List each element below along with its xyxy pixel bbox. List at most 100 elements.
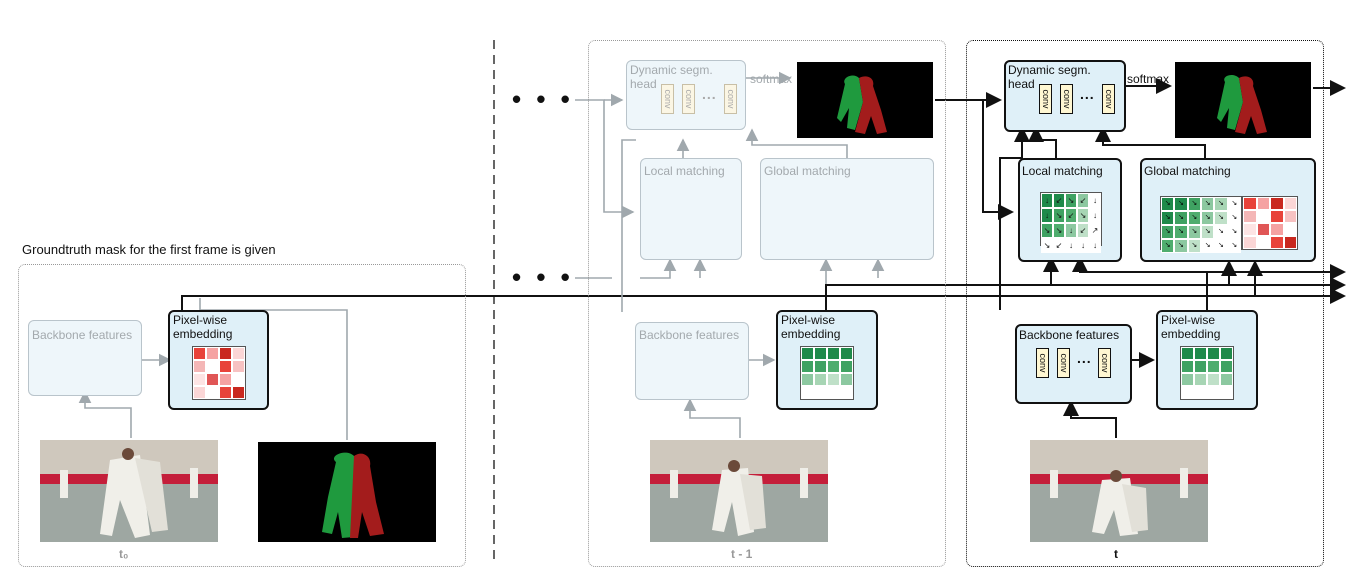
- grid-cell: [193, 373, 206, 386]
- grid-cell: ↘: [1161, 239, 1175, 253]
- global-matching-label-current: Global matching: [1144, 164, 1231, 178]
- grid-cell: [1181, 347, 1194, 360]
- grid-cell: ↘: [1214, 239, 1228, 253]
- backbone-box-prev: [635, 322, 749, 400]
- grid-cell: ↘: [1214, 197, 1228, 211]
- backbone-label-prev: Backbone features: [639, 328, 740, 342]
- grid-cell: ↙: [1053, 238, 1065, 253]
- conv-block: conv: [1057, 348, 1070, 378]
- dynamic-head-label-prev: Dynamic segm.head: [630, 63, 713, 91]
- frame-label-t-minus-1: t - 1: [731, 547, 753, 561]
- first-frame-photo: [40, 440, 218, 542]
- dynamic-head-label-current: Dynamic segm.head: [1008, 63, 1091, 91]
- frame-label-t: t: [1114, 547, 1118, 561]
- grid-cell: [1207, 373, 1220, 386]
- grid-cell: [232, 386, 245, 399]
- grid-cell: ↘: [1227, 239, 1241, 253]
- grid-cell: [219, 347, 232, 360]
- grid-cell: [1181, 386, 1194, 399]
- conv-ellipsis: ...: [702, 86, 717, 102]
- grid-cell: [1256, 210, 1270, 223]
- grid-cell: [193, 386, 206, 399]
- grid-cell: ↘: [1227, 211, 1241, 225]
- conv-block: conv: [682, 84, 695, 114]
- grid-cell: ↘: [1214, 225, 1228, 239]
- grid-cell: [1270, 236, 1284, 249]
- grid-cell: [1243, 210, 1257, 223]
- conv-ellipsis: ...: [1077, 350, 1092, 366]
- grid-cell: [1256, 236, 1270, 249]
- grid-cell: ↘: [1161, 225, 1175, 239]
- grid-cell: [1243, 223, 1257, 236]
- grid-cell: [827, 360, 840, 373]
- grid-cell: ↙: [1065, 208, 1077, 223]
- grid-cell: [814, 360, 827, 373]
- grid-cell: ↘: [1077, 208, 1089, 223]
- grid-cell: [1194, 360, 1207, 373]
- ellipsis-middle: • • •: [512, 262, 574, 292]
- current-frame-photo: [1030, 440, 1208, 542]
- grid-cell: ↓: [1041, 193, 1053, 208]
- first-frame-region: [18, 264, 466, 567]
- previous-frame-photo: [650, 440, 828, 542]
- grid-cell: [1270, 197, 1284, 210]
- grid-cell: [827, 373, 840, 386]
- conv-block: conv: [1102, 84, 1115, 114]
- grid-cell: [1220, 360, 1233, 373]
- grid-cell: [193, 347, 206, 360]
- grid-cell: [840, 386, 853, 399]
- grid-cell: [219, 373, 232, 386]
- softmax-label-prev: softmax: [750, 72, 793, 86]
- grid-cell: ↘: [1041, 238, 1053, 253]
- caption-first-frame: Groundtruth mask for the first frame is …: [22, 242, 276, 257]
- grid-cell: ↘: [1200, 225, 1215, 239]
- grid-cell: [1220, 386, 1233, 399]
- grid-cell: ↘: [1187, 225, 1201, 239]
- current-frame-region: [966, 40, 1324, 567]
- grid-cell: ↘: [1161, 211, 1175, 225]
- grid-cell: [827, 386, 840, 399]
- grid-cell: [206, 386, 219, 399]
- conv-block: conv: [1039, 84, 1052, 114]
- grid-cell: [1181, 360, 1194, 373]
- grid-cell: [827, 347, 840, 360]
- grid-cell: [219, 360, 232, 373]
- grid-cell: ↘: [1065, 193, 1077, 208]
- grid-cell: [1243, 236, 1257, 249]
- grid-cell: [1270, 223, 1284, 236]
- grid-cell: [1207, 386, 1220, 399]
- frame-label-t0: t₀: [119, 547, 129, 561]
- grid-cell: ↓: [1089, 193, 1101, 208]
- conv-block: conv: [724, 84, 737, 114]
- conv-ellipsis: ...: [1080, 86, 1095, 102]
- grid-cell: [840, 360, 853, 373]
- grid-cell: ↗: [1089, 223, 1101, 238]
- grid-cell: [1283, 236, 1297, 249]
- grid-cell: ↘: [1161, 197, 1175, 211]
- backbone-label-current: Backbone features: [1019, 328, 1120, 342]
- grid-cell: ↘: [1174, 197, 1188, 211]
- grid-cell: ↘: [1227, 225, 1241, 239]
- grid-cell: [1207, 347, 1220, 360]
- grid-cell: [801, 360, 814, 373]
- grid-cell: ↘: [1041, 223, 1053, 238]
- grid-cell: ↘: [1174, 239, 1188, 253]
- grid-cell: [1283, 210, 1297, 223]
- grid-cell: ↘: [1200, 197, 1215, 211]
- grid-cell: [1283, 197, 1297, 210]
- grid-cell: [232, 373, 245, 386]
- green-embedding-grid: [800, 346, 854, 400]
- global-matching-label-prev: Global matching: [764, 164, 851, 178]
- local-matching-grid: ↓↙↘↙↓↓↘↙↘↓↘↘↓↙↗↘↙↓↓↓: [1040, 192, 1102, 253]
- grid-cell: [801, 373, 814, 386]
- grid-cell: ↘: [1053, 223, 1065, 238]
- green-embedding-grid: [1180, 346, 1234, 400]
- ellipsis-top: • • •: [512, 84, 574, 114]
- global-matching-grid-target: [1242, 196, 1298, 250]
- backbone-box-current: [1015, 324, 1132, 404]
- grid-cell: ↙: [1077, 193, 1089, 208]
- grid-cell: [1256, 223, 1270, 236]
